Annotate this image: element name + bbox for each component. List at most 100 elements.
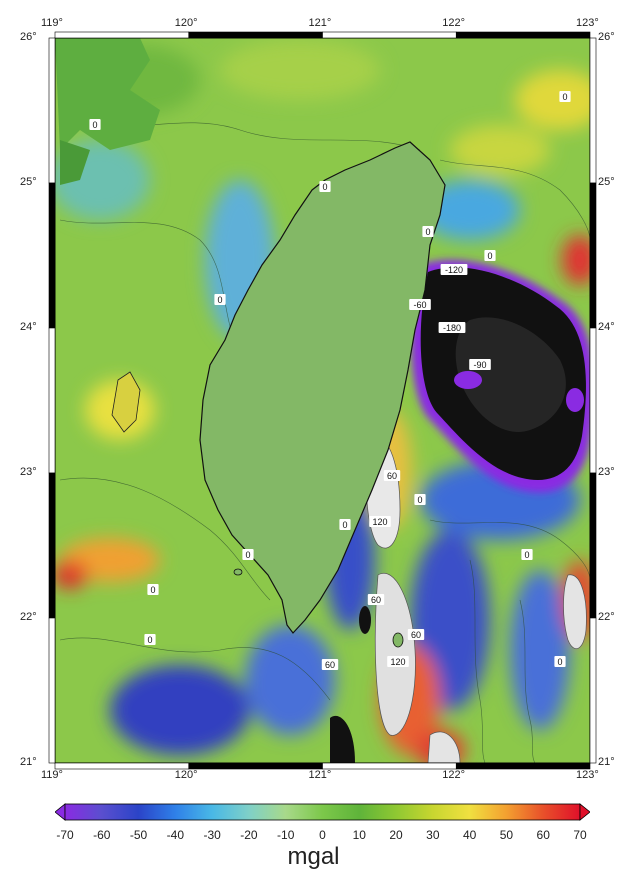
lat-tick-label-left: 23° [20, 466, 37, 478]
contour-label: -60 [409, 299, 431, 310]
colorbar-tick-label: 40 [462, 828, 477, 842]
svg-text:0: 0 [417, 495, 422, 505]
colorbar-tick-label: 0 [319, 828, 326, 842]
frame-band [48, 327, 56, 474]
contour-label: 0 [147, 584, 159, 595]
colorbar-tick-label: 50 [499, 828, 514, 842]
svg-text:60: 60 [371, 595, 381, 605]
colorbar-min-arrow [55, 803, 66, 821]
svg-text:0: 0 [342, 520, 347, 530]
lat-tick-label-right: 22° [598, 611, 615, 623]
lon-tick-label-bottom: 122° [442, 769, 466, 781]
contour-labels: 0 0 0 0 0 0 -120 -60 -180 -90 60 120 0 0 0 0 0 60 60 120 0 60… [89, 91, 571, 670]
contour-label: 60 [367, 594, 385, 605]
contour-label: 120 [387, 656, 409, 667]
taiwan-island [199, 141, 446, 634]
colorbar-tick-label: -50 [129, 828, 148, 842]
svg-text:-180: -180 [443, 323, 461, 333]
contour-label: -180 [438, 322, 466, 333]
colorbar-tick-label: -10 [277, 828, 295, 842]
svg-text:0: 0 [147, 635, 152, 645]
colorbar-tick-label: -30 [203, 828, 221, 842]
lon-tick-label-top: 120° [174, 17, 198, 29]
lat-tick-label-right: 21° [598, 756, 615, 768]
frame-band [455, 31, 591, 39]
svg-text:0: 0 [487, 251, 492, 261]
colorbar-max-arrow [579, 803, 590, 821]
colorbar-tick-label: 30 [426, 828, 440, 842]
contour-label: 60 [383, 470, 401, 481]
frame-band [188, 762, 323, 770]
lon-tick-label-bottom: 121° [308, 769, 332, 781]
lat-tick-label-left: 21° [20, 756, 37, 768]
svg-text:0: 0 [150, 585, 155, 595]
contour-label: 0 [319, 181, 331, 192]
frame-band [48, 182, 56, 329]
frame-band [54, 31, 190, 39]
contour-label: 0 [554, 656, 566, 667]
colorbar-tick-label: -40 [166, 828, 185, 842]
lon-tick-label-top: 121° [308, 17, 332, 29]
contour-label: -90 [469, 359, 491, 370]
contour-label: 60 [407, 629, 425, 640]
lon-tick-label-top: 123° [576, 17, 599, 29]
contour-label: -120 [440, 264, 468, 275]
penghu-islands [111, 371, 141, 433]
contour-label: 0 [559, 91, 571, 102]
colorbar-tick-label: 70 [573, 828, 587, 842]
frame-band [455, 762, 591, 770]
svg-text:120: 120 [390, 657, 405, 667]
contour-label: 120 [369, 516, 391, 527]
colorbar [55, 803, 590, 821]
contour-label: 0 [242, 549, 254, 560]
contour-label: 0 [414, 494, 426, 505]
frame-band [589, 472, 597, 619]
lat-tick-label-left: 25° [20, 176, 37, 188]
colorbar-gradient [64, 803, 581, 821]
svg-text:120: 120 [372, 517, 387, 527]
svg-text:60: 60 [387, 471, 397, 481]
lat-tick-label-left: 24° [20, 321, 37, 333]
lon-tick-label-bottom: 120° [174, 769, 198, 781]
svg-text:60: 60 [325, 660, 335, 670]
lon-tick-label-top: 119° [41, 17, 63, 29]
svg-text:0: 0 [425, 227, 430, 237]
colorbar-tick-label: 10 [352, 828, 366, 842]
map-plot: 0 0 0 0 0 0 -120 -60 -180 -90 60 120 0 0 0 0 0 60 60 120 0 60… [48, 31, 597, 770]
lat-tick-label-right: 23° [598, 466, 615, 478]
colorbar-tick-label: -20 [240, 828, 258, 842]
lon-tick-label-bottom: 123° [576, 769, 599, 781]
frame-band [54, 762, 190, 770]
colorbar-tick-label: 20 [389, 828, 403, 842]
contour-label: 0 [484, 250, 496, 261]
lat-tick-label-left: 22° [20, 611, 37, 623]
contour-label: 0 [89, 119, 101, 130]
lat-tick-label-right: 26° [598, 31, 615, 43]
lat-tick-label-right: 25° [598, 176, 615, 188]
lon-tick-label-bottom: 119° [41, 769, 63, 781]
colorbar-tick-label: -70 [56, 828, 74, 842]
coastal-islands [55, 38, 160, 185]
frame-band [589, 182, 597, 329]
frame-band [322, 762, 457, 770]
svg-text:-90: -90 [473, 360, 486, 370]
svg-text:-120: -120 [445, 265, 463, 275]
svg-text:0: 0 [245, 550, 250, 560]
svg-text:0: 0 [92, 120, 97, 130]
lat-tick-label-right: 24° [598, 321, 615, 333]
svg-text:-60: -60 [413, 300, 426, 310]
contour-label: 0 [422, 226, 434, 237]
map-frame-bands [48, 31, 597, 770]
svg-text:0: 0 [322, 182, 327, 192]
contour-label: 0 [339, 519, 351, 530]
frame-band [589, 327, 597, 474]
colorbar-unit-label: mgal [287, 843, 340, 870]
colorbar-tick-label: -60 [93, 828, 111, 842]
svg-text:0: 0 [557, 657, 562, 667]
gravity-anomaly-map: 0 0 0 0 0 0 -120 -60 -180 -90 60 120 0 0 0 0 0 60 60 120 0 60… [20, 17, 615, 781]
svg-text:0: 0 [217, 295, 222, 305]
svg-text:60: 60 [411, 630, 421, 640]
colorbar-tick-label: 60 [536, 828, 550, 842]
frame-band [188, 31, 323, 39]
svg-text:0: 0 [524, 550, 529, 560]
